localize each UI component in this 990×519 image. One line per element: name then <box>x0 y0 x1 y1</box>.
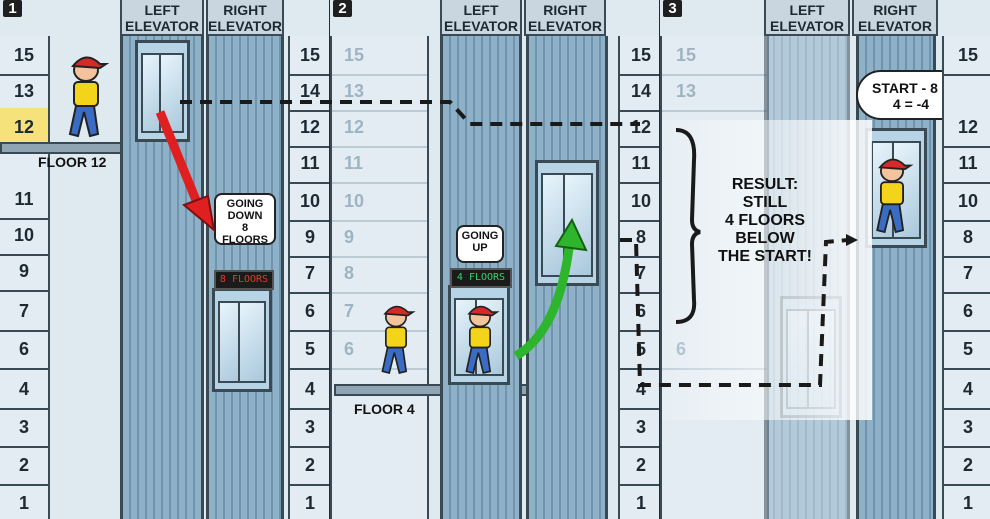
floor-display: 8 FLOORS <box>214 270 274 290</box>
floor-cell: 11 <box>620 144 659 184</box>
boy-character <box>465 305 500 375</box>
dashed-path-start <box>180 100 640 126</box>
floor-cell: 4 <box>0 370 48 410</box>
floor-cell: 6 <box>332 330 427 370</box>
floor-cell: 11 <box>290 144 329 184</box>
floor-cell: 11 <box>332 144 427 184</box>
floor-cell: 9 <box>0 252 48 292</box>
floor-cell: 15 <box>620 36 659 76</box>
floor-cell: 8 <box>944 218 990 258</box>
left-elevator-header: LEFT ELEVATOR <box>120 0 204 36</box>
floor-cell: 10 <box>944 182 990 222</box>
floor-cell: 10 <box>332 182 427 222</box>
floor-cell: 10 <box>290 182 329 222</box>
left-floor-column: 15 13 12 11 10 9 8 7 6 <box>330 36 429 519</box>
speech-bubble: GOING UP <box>456 225 504 263</box>
right-elevator-header: RIGHT ELEVATOR <box>524 0 606 36</box>
panel-2: 2 15 13 12 11 10 9 8 7 6 FLOOR 4 LEFT EL… <box>330 0 662 519</box>
floor-cell: 4 <box>944 370 990 410</box>
right-elevator-car <box>212 288 272 392</box>
floor-cell: 10 <box>620 182 659 222</box>
floor-cell-current: 12 <box>0 108 48 148</box>
speech-bubble: GOING DOWN 8 FLOORS <box>214 193 276 246</box>
floor-cell: 15 <box>0 36 48 76</box>
floor-cell: 3 <box>0 408 48 448</box>
floor-cell: 12 <box>290 108 329 148</box>
up-arrow <box>513 239 575 360</box>
right-floor-column: 15 14 12 11 10 9 7 6 5 4 3 2 1 <box>288 36 329 519</box>
floor-cell: 2 <box>944 446 990 486</box>
floor-cell: 3 <box>290 408 329 448</box>
left-elevator-header: LEFT ELEVATOR <box>440 0 522 36</box>
boy-character <box>68 56 110 138</box>
floor-cell: 14 <box>620 72 659 112</box>
floor-cell: 15 <box>944 36 990 76</box>
floor-cell: 12 <box>332 108 427 148</box>
floor-cell: 5 <box>290 330 329 370</box>
floor-cell: 14 <box>290 72 329 112</box>
panel-3: 3 15 13 6 LEFT ELEVATOR RIGHT ELEVATOR R… <box>660 0 990 519</box>
left-floor-column: 15 13 12 11 10 9 7 6 4 3 2 1 <box>0 36 50 519</box>
floor-cell: 4 <box>290 370 329 410</box>
floor-label: FLOOR 4 <box>354 401 415 417</box>
floor-display: 4 FLOORS <box>450 268 512 288</box>
floor-cell: 11 <box>944 144 990 184</box>
floor-cell: 1 <box>944 484 990 519</box>
floor-cell: 2 <box>620 446 659 486</box>
down-arrow <box>155 110 205 212</box>
floor-cell: 7 <box>944 254 990 294</box>
floor-cell: 5 <box>944 330 990 370</box>
floor-cell: 6 <box>290 292 329 332</box>
result-text: RESULT: STILL 4 FLOORS BELOW THE START! <box>718 176 812 265</box>
boy-character <box>876 158 914 234</box>
floor-cell: 12 <box>944 108 990 148</box>
right-floor-column: 15 12 11 10 8 7 6 5 4 3 2 1 <box>942 36 990 519</box>
panel-number: 3 <box>663 0 682 17</box>
floor-cell: 6 <box>0 330 48 370</box>
path-end-arrowhead <box>846 234 858 246</box>
down-arrow-head <box>182 194 216 233</box>
fade-overlay <box>662 120 872 420</box>
floor-cell: 7 <box>620 254 659 294</box>
panel-1: 1 15 13 12 11 10 9 7 6 4 3 2 1 FLOOR 12 … <box>0 0 332 519</box>
floor-cell: 1 <box>620 484 659 519</box>
floor-label: FLOOR 12 <box>38 154 107 170</box>
panel-number: 2 <box>333 0 352 17</box>
floor-cell: 6 <box>944 292 990 332</box>
floor-cell: 7 <box>290 254 329 294</box>
floor-cell: 9 <box>290 218 329 258</box>
floor-cell: 7 <box>332 292 427 332</box>
floor-cell: 15 <box>662 36 767 76</box>
floor-cell: 9 <box>332 218 427 258</box>
boy-character <box>381 305 416 375</box>
floor-cell: 11 <box>0 180 48 220</box>
floor-cell: 10 <box>0 216 48 256</box>
floor-cell: 3 <box>620 408 659 448</box>
up-arrow-head <box>554 217 588 252</box>
left-elevator-header: LEFT ELEVATOR <box>764 0 850 36</box>
brace <box>675 128 701 324</box>
floor-cell: 1 <box>0 484 48 519</box>
right-elevator-header: RIGHT ELEVATOR <box>206 0 284 36</box>
floor-cell: 3 <box>944 408 990 448</box>
floor-cell: 2 <box>290 446 329 486</box>
right-elevator-header: RIGHT ELEVATOR <box>852 0 938 36</box>
floor-cell: 13 <box>332 72 427 112</box>
floor-cell: 15 <box>290 36 329 76</box>
floor-cell: 8 <box>332 254 427 294</box>
floor-cell: 15 <box>332 36 427 76</box>
floor-cell: 7 <box>0 292 48 332</box>
dashed-path-end <box>620 238 849 387</box>
panel-number: 1 <box>3 0 22 17</box>
floor-cell: 13 <box>662 72 767 112</box>
floor-cell: 4 <box>620 370 659 410</box>
right-floor-column: 15 14 12 11 10 8 7 6 5 4 3 2 1 <box>618 36 659 519</box>
floor-cell: 8 <box>620 218 659 258</box>
floor-cell: 1 <box>290 484 329 519</box>
floor-cell: 2 <box>0 446 48 486</box>
